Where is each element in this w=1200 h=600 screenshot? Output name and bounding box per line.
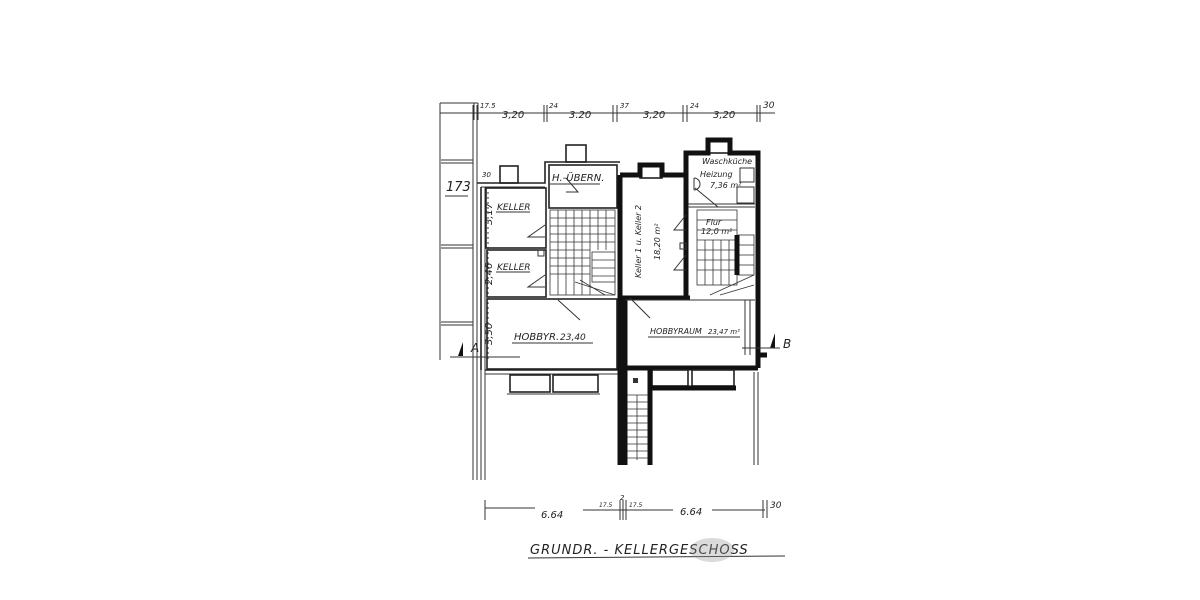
dim-bottom-right: 6.64 bbox=[680, 507, 702, 518]
section-marker-b: B bbox=[742, 333, 791, 351]
room-waschkueche-area: 7,36 m² bbox=[710, 181, 742, 190]
plan-title-group: GRUNDR. - KELLERGESCHOSS bbox=[527, 538, 786, 562]
top-dimension-line: 17.5 3,20 24 3.20 37 3,20 24 3,20 30 bbox=[439, 101, 775, 360]
left-unit: H.-ÜBERN. KELLER KELLER HOBBYR. 23,40 3,… bbox=[477, 144, 620, 395]
room-keller-2: KELLER bbox=[497, 263, 531, 273]
dim-top-seg-1: 3,20 bbox=[502, 110, 524, 121]
room-heizung: Heizung bbox=[700, 170, 733, 179]
plan-title: GRUNDR. - KELLERGESCHOSS bbox=[530, 543, 749, 558]
dim-bottom-mid-left: 17.5 bbox=[599, 502, 613, 509]
dim-bottom-end: 30 bbox=[770, 501, 782, 511]
room-flur: Flur bbox=[706, 218, 722, 227]
room-flur-area: 12,0 m² bbox=[701, 227, 733, 236]
room-keller-1-2-area: 18,20 m² bbox=[653, 223, 662, 260]
room-keller-1-2: Keller 1 u. Keller 2 bbox=[634, 205, 643, 278]
dim-top-gap-3: 24 bbox=[690, 102, 699, 110]
neighbor-strip: 173 bbox=[441, 105, 486, 480]
right-unit: Waschküche Heizung 7,36 m² Keller 1 u. K… bbox=[617, 137, 767, 465]
section-label-b: B bbox=[783, 337, 791, 351]
section-label-a: A bbox=[470, 341, 479, 355]
room-keller-1: KELLER bbox=[497, 203, 531, 213]
room-h-uebern: H.-ÜBERN. bbox=[552, 171, 604, 184]
room-hobbyraum: HOBBYRAUM bbox=[650, 327, 702, 336]
dim-top-offset: 17.5 bbox=[480, 102, 496, 110]
room-hobbyraum-area: 23,47 m² bbox=[708, 328, 740, 336]
stair-grid-left bbox=[549, 209, 616, 296]
dim-bottom-mid-right: 17.5 bbox=[629, 502, 643, 509]
exterior-stair bbox=[627, 394, 648, 460]
bottom-dimension-line: 6.64 17.5 2 17.5 6.64 30 bbox=[484, 494, 782, 521]
room-hobbyr-area: 23,40 bbox=[560, 333, 586, 343]
dim-keller-2: 2,46 bbox=[484, 263, 495, 285]
dim-top-seg-3: 3,20 bbox=[643, 110, 665, 121]
dim-top-end: 30 bbox=[763, 101, 775, 111]
section-marker-a: A bbox=[450, 341, 520, 358]
dim-top-seg-4: 3,20 bbox=[713, 110, 735, 121]
dim-hobbyr: 3,50 bbox=[484, 323, 495, 345]
dim-bottom-mid-center: 2 bbox=[620, 494, 625, 502]
dim-keller-1: 3,17 bbox=[484, 202, 495, 225]
room-waschkueche: Waschküche bbox=[702, 157, 752, 166]
dim-small-30: 30 bbox=[482, 171, 491, 179]
dim-top-gap-1: 24 bbox=[549, 102, 558, 110]
dim-top-seg-2: 3.20 bbox=[569, 110, 591, 121]
dim-top-gap-2: 37 bbox=[620, 102, 629, 110]
room-hobbyr-name: HOBBYR. bbox=[514, 332, 559, 343]
neighbor-label: 173 bbox=[446, 180, 471, 195]
dim-bottom-left: 6.64 bbox=[541, 510, 563, 521]
